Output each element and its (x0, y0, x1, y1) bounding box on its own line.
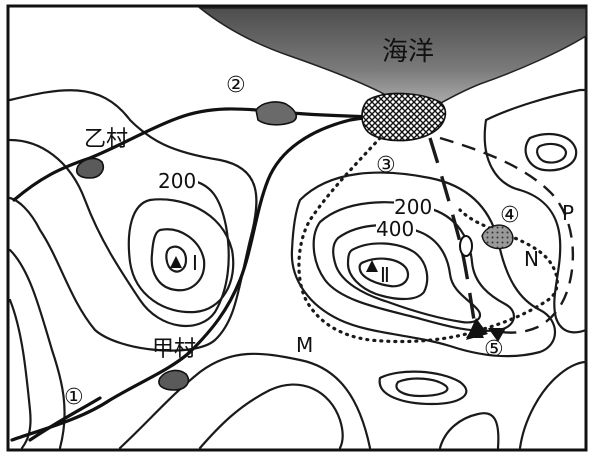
point-m-label: M (296, 333, 313, 357)
village-yi-label: 乙村 (84, 127, 128, 152)
contour-left-core (150, 228, 206, 292)
point-5-triangle (466, 322, 484, 338)
marker-2: ② (226, 73, 246, 98)
route-dashed-main (428, 137, 478, 333)
route-dashed-p (439, 136, 574, 334)
contour-far-right-bottom (518, 360, 588, 450)
village-jia-symbol (158, 369, 190, 391)
contour-right-ring-inner (536, 142, 568, 164)
point-n-label: N (524, 247, 539, 271)
contour-right-inner (346, 242, 429, 301)
contours-left (8, 89, 372, 450)
peak-2-triangle (366, 260, 378, 272)
contour-right-coast (483, 88, 588, 334)
contour-label-400-right: 400 (376, 217, 414, 241)
village-jia-label: 甲村 (152, 337, 196, 362)
bridge-oval (459, 235, 473, 257)
point-p-label: P (562, 201, 574, 225)
contour-bottom (118, 352, 372, 450)
contour-left-peak (165, 245, 188, 273)
route-arrow-p (488, 328, 506, 342)
marker-5: ⑤ (484, 337, 504, 362)
contour-left-outer (8, 89, 258, 352)
river-branch-north (12, 107, 402, 202)
peak-1-label: Ⅰ (192, 251, 198, 275)
marker-1: ① (64, 385, 84, 410)
peak-2-label: Ⅱ (380, 263, 390, 287)
contour-label-200-right: 200 (394, 195, 432, 219)
contour-bottom-2 (198, 383, 344, 450)
marker-3: ③ (376, 153, 396, 178)
contour-bottom-right-2 (438, 412, 500, 450)
river-main (10, 115, 406, 442)
contour-bottom-right (378, 370, 468, 406)
port-area (361, 92, 447, 142)
place-4-symbol (481, 224, 514, 250)
contour-lower-left (8, 248, 66, 450)
place-2-symbol (255, 101, 298, 126)
contour-lower-left-2 (8, 298, 32, 450)
contour-left-inner (127, 198, 235, 314)
peak-1-triangle (170, 256, 182, 268)
contour-right-400 (332, 224, 482, 324)
river-network (10, 107, 406, 442)
route-dotted-3 (297, 136, 559, 344)
village-yi-symbol (75, 157, 105, 179)
contour-right-ring (524, 132, 578, 172)
contour-right-core (358, 257, 410, 288)
contour-label-200-left: 200 (158, 169, 196, 193)
ocean-label: 海洋 (382, 37, 434, 67)
contour-bottom-right-inner (395, 377, 449, 398)
marker-4: ④ (500, 203, 520, 228)
contour-left-mid (8, 138, 230, 327)
river-branch-lower (28, 396, 102, 442)
